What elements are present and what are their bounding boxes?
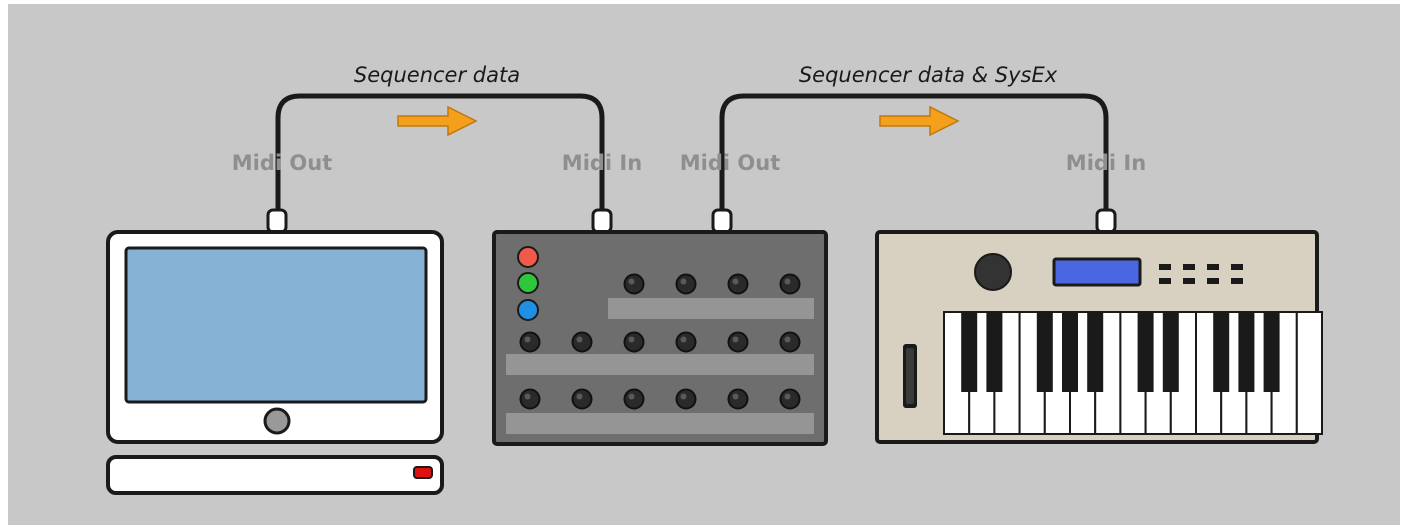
- midi-plug-icon: [266, 208, 288, 234]
- arrow-right-icon: [397, 105, 478, 137]
- arrow-right-icon: [879, 105, 960, 137]
- monitor-icon: [106, 230, 444, 444]
- knob-icon: [623, 388, 645, 410]
- knob-icon: [571, 331, 593, 353]
- keyboard-display: [1052, 257, 1142, 287]
- black-key: [961, 312, 978, 392]
- black-key: [1263, 312, 1280, 392]
- black-key: [1137, 312, 1154, 392]
- led-red-icon: [517, 246, 539, 268]
- piano-keys: [943, 311, 1324, 435]
- knob-icon: [623, 331, 645, 353]
- knob-icon: [675, 331, 697, 353]
- black-key: [1036, 312, 1053, 392]
- midi-keyboard-icon: [875, 230, 1324, 444]
- knob-icon: [675, 273, 697, 295]
- black-key: [1213, 312, 1230, 392]
- black-key: [1238, 312, 1255, 392]
- port-label-computer-midi-out: Midi Out: [232, 151, 332, 175]
- black-key: [1162, 312, 1179, 392]
- keyboard-button: [1231, 264, 1243, 270]
- monitor-power-button: [263, 407, 291, 435]
- led-green-icon: [517, 272, 539, 294]
- knob-icon: [779, 388, 801, 410]
- black-key: [986, 312, 1003, 392]
- knob-icon: [779, 331, 801, 353]
- midi-plug-icon: [711, 208, 733, 234]
- port-label-sequencer-midi-out: Midi Out: [680, 151, 780, 175]
- drive-led-icon: [413, 466, 433, 479]
- keyboard-button: [1159, 278, 1171, 284]
- knob-icon: [571, 388, 593, 410]
- connection-label-1: Sequencer data: [354, 63, 520, 87]
- sequencer-slot: [506, 354, 814, 375]
- computer-screen: [124, 246, 428, 404]
- keyboard-button: [1183, 278, 1195, 284]
- knob-icon: [675, 388, 697, 410]
- sequencer-slot: [608, 298, 814, 319]
- keyboard-button: [1183, 264, 1195, 270]
- white-key: [1295, 311, 1324, 435]
- black-key: [1087, 312, 1104, 392]
- knob-icon: [519, 331, 541, 353]
- knob-icon: [727, 331, 749, 353]
- led-blue-icon: [517, 299, 539, 321]
- connection-label-2: Sequencer data & SysEx: [799, 63, 1058, 87]
- sequencer-slot: [506, 413, 814, 434]
- knob-icon: [727, 388, 749, 410]
- knob-icon: [623, 273, 645, 295]
- keyboard-button: [1207, 264, 1219, 270]
- keyboard-buttons: [1159, 264, 1243, 284]
- cable-sequencer-to-keyboard: [719, 93, 1109, 212]
- midi-plug-icon: [591, 208, 613, 234]
- knob-icon: [727, 273, 749, 295]
- sequencer-knobs: [519, 273, 801, 410]
- keyboard-button: [1207, 278, 1219, 284]
- keyboard-button: [1231, 278, 1243, 284]
- computer-drive-unit: [106, 455, 444, 495]
- cable-computer-to-sequencer: [275, 93, 605, 212]
- black-key: [1062, 312, 1078, 392]
- keyboard-knob-icon: [974, 253, 1012, 291]
- keyboard-button: [1159, 264, 1171, 270]
- hardware-sequencer-icon: [492, 230, 828, 446]
- midi-plug-icon: [1095, 208, 1117, 234]
- port-label-keyboard-midi-in: Midi In: [1066, 151, 1146, 175]
- knob-icon: [519, 388, 541, 410]
- knob-icon: [779, 273, 801, 295]
- port-label-sequencer-midi-in: Midi In: [562, 151, 642, 175]
